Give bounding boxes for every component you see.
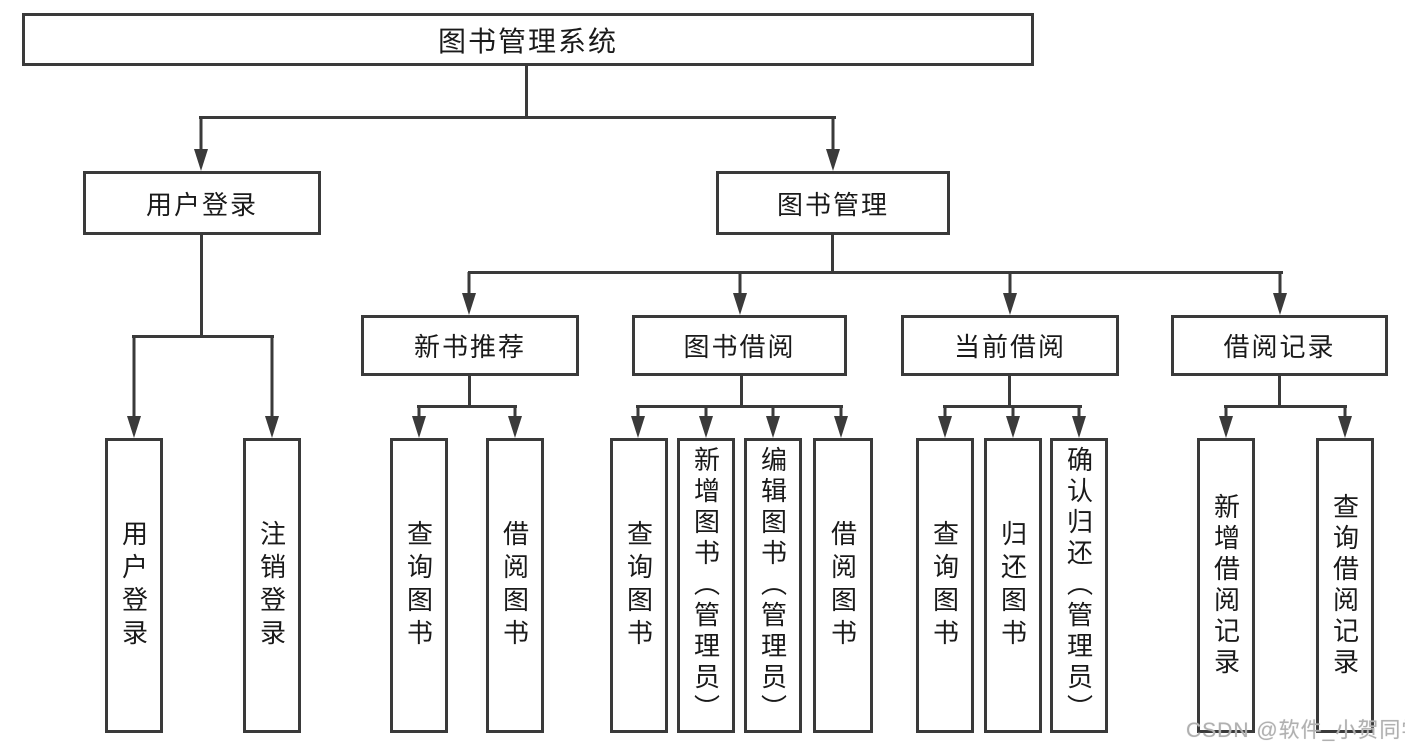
leaf-user-login: 用户登录 [105,438,163,733]
connector-stem [1343,406,1347,418]
arrow-down-icon [699,416,713,438]
node-new-book-recommendation: 新书推荐 [361,315,579,376]
leaf-logout: 注销登录 [243,438,301,733]
arrow-down-icon [412,416,426,438]
connector-line [200,235,203,338]
connector-stem [270,336,274,418]
connector-arrow [1006,406,1020,438]
connector-arrow [1219,406,1233,438]
connector-line [831,235,834,273]
leaf-add-borrow-record: 新增借阅记录 [1197,438,1255,733]
connector-stem [704,406,708,418]
connector-arrow [265,336,279,438]
connector-arrow [1338,406,1352,438]
csdn-watermark: CSDN @软件_小贺同学 [1186,719,1405,742]
leaf-query-borrow-record: 查询借阅记录 [1316,438,1374,733]
connector-stem [132,336,136,418]
leaf-return-books: 归还图书 [984,438,1042,733]
connector-stem [1077,406,1081,418]
arrow-down-icon [733,293,747,315]
connector-line [740,376,743,407]
leaf-edit-books-admin: 编辑图书（管理员） [744,438,802,733]
arrow-down-icon [1072,416,1086,438]
arrow-down-icon [631,416,645,438]
connector-stem [839,406,843,418]
arrow-down-icon [127,416,141,438]
connector-stem [1224,406,1228,418]
arrow-down-icon [826,149,840,171]
leaf-query-books-borrow: 查询图书 [610,438,668,733]
node-book-management: 图书管理 [716,171,950,235]
connector-stem [417,406,421,418]
connector-arrow [462,272,476,315]
connector-stem [831,117,835,151]
connector-arrow [412,406,426,438]
connector-arrow [733,272,747,315]
arrow-down-icon [1006,416,1020,438]
connector-line [417,405,517,408]
arrow-down-icon [1003,293,1017,315]
node-root-library-system: 图书管理系统 [22,13,1034,66]
leaf-add-books-admin: 新增图书（管理员） [677,438,735,733]
connector-arrow [834,406,848,438]
node-borrowing-records: 借阅记录 [1171,315,1388,376]
connector-line [132,335,274,338]
leaf-borrow-books: 借阅图书 [813,438,873,733]
connector-stem [1008,272,1012,295]
arrow-down-icon [462,293,476,315]
leaf-query-books-current: 查询图书 [916,438,974,733]
connector-line [468,271,1283,274]
node-book-borrowing: 图书借阅 [632,315,847,376]
connector-stem [943,406,947,418]
connector-stem [199,117,203,151]
leaf-confirm-return-admin: 确认归还（管理员） [1050,438,1108,733]
connector-line [1278,376,1281,407]
leaf-query-books-recommend: 查询图书 [390,438,448,733]
arrow-down-icon [508,416,522,438]
connector-line [468,376,471,407]
connector-stem [771,406,775,418]
arrow-down-icon [834,416,848,438]
arrow-down-icon [194,149,208,171]
connector-arrow [631,406,645,438]
connector-line [525,66,528,119]
connector-arrow [508,406,522,438]
connector-arrow [766,406,780,438]
node-current-borrowing: 当前借阅 [901,315,1119,376]
node-user-login: 用户登录 [83,171,321,235]
arrow-down-icon [1273,293,1287,315]
connector-line [1224,405,1347,408]
arrow-down-icon [766,416,780,438]
arrow-down-icon [938,416,952,438]
connector-line [636,405,843,408]
connector-arrow [1072,406,1086,438]
arrow-down-icon [1219,416,1233,438]
connector-stem [636,406,640,418]
connector-arrow [938,406,952,438]
connector-line [1008,376,1011,407]
connector-stem [467,272,471,295]
connector-stem [738,272,742,295]
leaf-borrow-books-recommend: 借阅图书 [486,438,544,733]
arrow-down-icon [1338,416,1352,438]
connector-arrow [1003,272,1017,315]
connector-stem [1011,406,1015,418]
connector-arrow [1273,272,1287,315]
connector-arrow [127,336,141,438]
arrow-down-icon [265,416,279,438]
connector-arrow [194,117,208,171]
connector-line [199,116,836,119]
connector-arrow [826,117,840,171]
connector-arrow [699,406,713,438]
connector-stem [1278,272,1282,295]
connector-stem [513,406,517,418]
